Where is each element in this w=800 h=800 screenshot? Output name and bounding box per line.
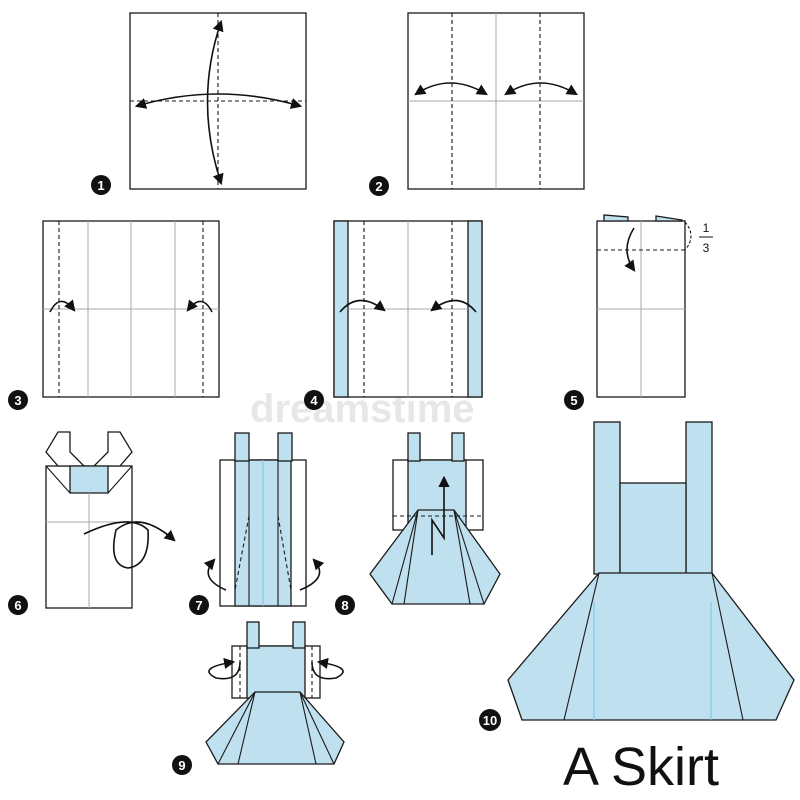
- step-3-diagram: [42, 220, 220, 398]
- left-fold-arrow: [339, 299, 386, 313]
- step-6-number: 6: [14, 598, 21, 613]
- step-5-badge: 5: [564, 390, 584, 410]
- right-fold-arrow: [504, 82, 578, 96]
- right-strap: [292, 621, 306, 649]
- step-9-number: 9: [178, 758, 185, 773]
- left-edge-fold-arrow: [49, 299, 76, 313]
- left-strap: [407, 432, 421, 462]
- step-6-diagram: [45, 431, 176, 609]
- left-diagonal-fold: [234, 515, 250, 591]
- step-5-number: 5: [570, 393, 577, 408]
- bodice: [619, 482, 687, 575]
- step-2-number: 2: [375, 179, 382, 194]
- step-3-badge: 3: [8, 390, 28, 410]
- step-10-diagram: [507, 421, 795, 721]
- right-strap: [277, 432, 293, 462]
- left-strap: [593, 421, 621, 575]
- right-strap: [685, 421, 713, 575]
- top-left-tab: [603, 214, 629, 222]
- colored-bodice: [246, 645, 306, 699]
- step-7-number: 7: [195, 598, 202, 613]
- step-9-badge: 9: [172, 755, 192, 775]
- outer-pleat-lines: [563, 572, 744, 721]
- right-colored-flap: [467, 220, 483, 398]
- step-8-diagram: [369, 432, 501, 605]
- vertical-fold-arrow: [206, 19, 224, 186]
- right-edge-fold-arrow: [186, 299, 213, 313]
- left-wrap-arrow: [208, 657, 241, 680]
- right-strap-fold: [92, 431, 133, 467]
- left-strap: [234, 432, 250, 462]
- skirt-pleats: [391, 509, 485, 605]
- step-1-diagram: [129, 12, 307, 190]
- diagonal-folds: [45, 465, 133, 494]
- skirt-pleats: [217, 691, 335, 765]
- fraction-denominator: 3: [703, 241, 710, 255]
- left-flip-arrow: [203, 558, 227, 591]
- step-8-number: 8: [341, 598, 348, 613]
- page-title: A Skirt: [563, 737, 719, 797]
- colored-bodice: [69, 465, 109, 494]
- step-8-badge: 8: [335, 595, 355, 615]
- pleat-arrow: [431, 475, 450, 555]
- step-6-badge: 6: [8, 595, 28, 615]
- fold-down-arrow: [624, 227, 636, 272]
- step-7-badge: 7: [189, 595, 209, 615]
- step-9-diagram: [205, 621, 345, 765]
- fraction-bracket: [684, 221, 692, 251]
- fraction-numerator: 1: [703, 221, 710, 235]
- step-3-number: 3: [14, 393, 21, 408]
- step-10-number: 10: [483, 713, 497, 728]
- left-fold-arrow: [414, 82, 488, 96]
- step-4-badge: 4: [304, 390, 324, 410]
- step-1-badge: 1: [91, 175, 111, 195]
- right-fold-arrow: [430, 299, 477, 313]
- skirt: [507, 572, 795, 721]
- left-strap-fold: [45, 431, 86, 467]
- turn-over-arrow: [83, 521, 176, 569]
- right-diagonal-fold: [277, 515, 292, 591]
- right-flip-arrow: [299, 558, 325, 591]
- left-colored-flap: [333, 220, 349, 398]
- top-right-tab: [655, 215, 683, 222]
- step-4-diagram: [333, 220, 483, 398]
- step-5-diagram: 1 3: [596, 214, 713, 398]
- skirt-shape: [205, 691, 345, 765]
- step-10-badge: 10: [479, 709, 501, 731]
- left-strap: [246, 621, 260, 649]
- step-2-badge: 2: [369, 176, 389, 196]
- step-2-diagram: [407, 12, 585, 190]
- right-wrap-arrow: [311, 657, 344, 680]
- step-1-number: 1: [97, 178, 104, 193]
- step-7-diagram: [203, 432, 325, 607]
- step-4-number: 4: [310, 393, 318, 408]
- right-strap: [451, 432, 465, 462]
